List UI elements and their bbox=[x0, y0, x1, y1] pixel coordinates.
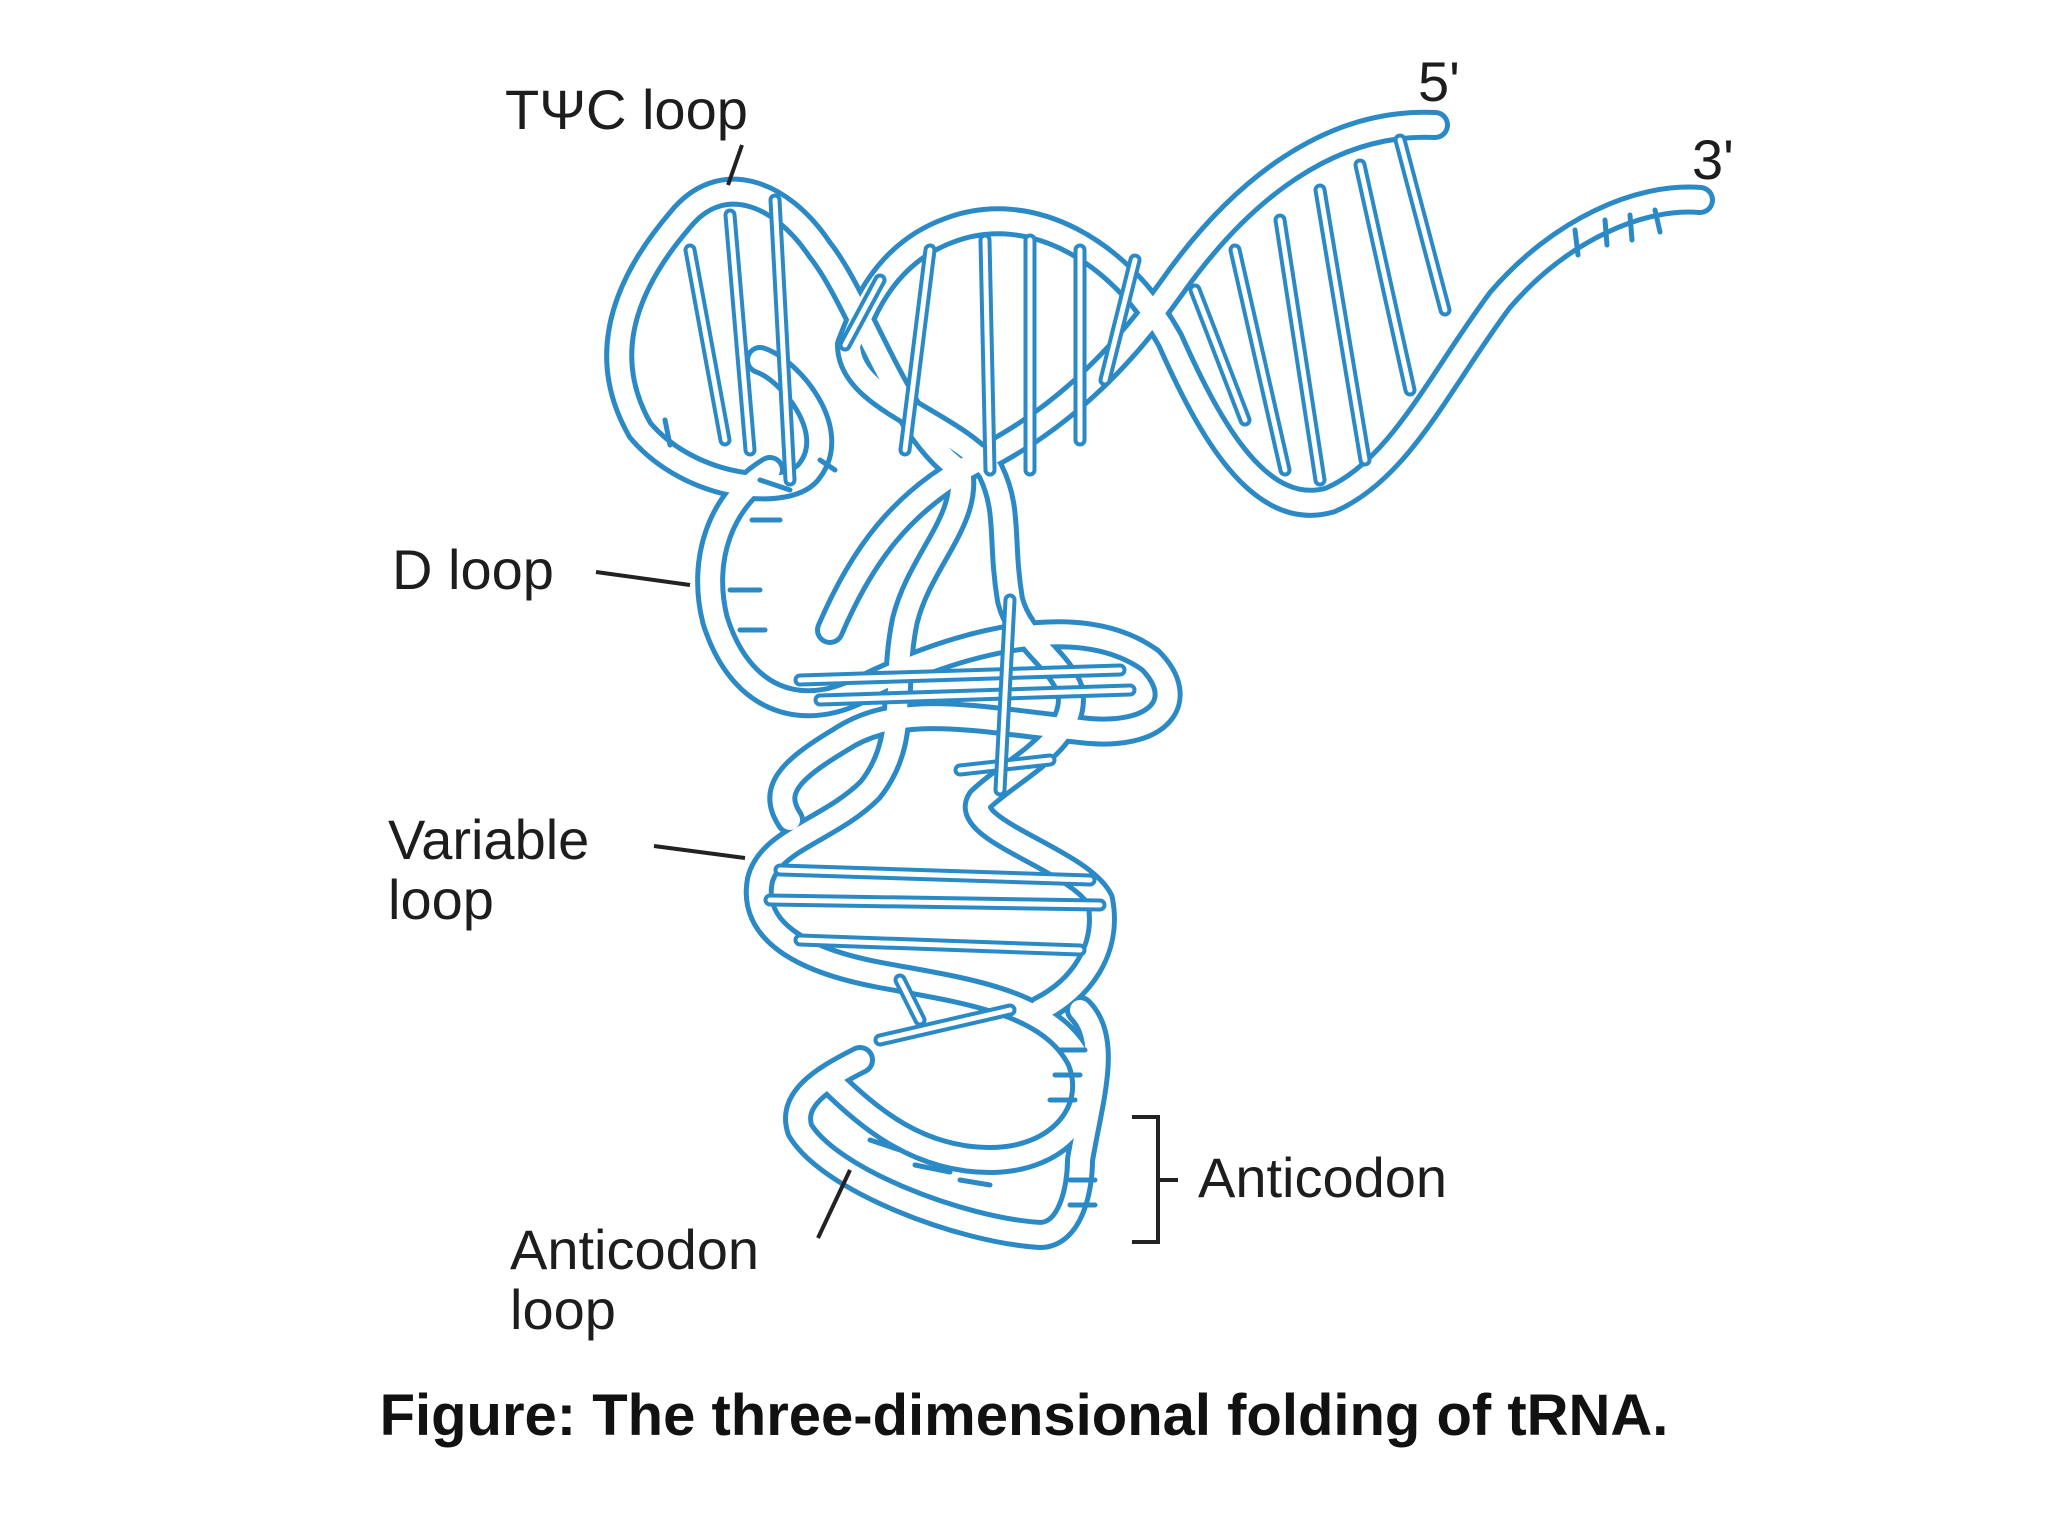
leader-d-loop bbox=[595, 570, 691, 587]
label-d-loop: D loop bbox=[392, 538, 554, 601]
base-pairs bbox=[683, 133, 1452, 1047]
label-three-prime: 3' bbox=[1692, 128, 1734, 191]
label-anticodon-loop: Anticodon loop bbox=[510, 1218, 760, 1341]
label-variable-loop: Variable loop bbox=[388, 808, 590, 931]
leader-variable bbox=[653, 844, 746, 860]
label-anticodon: Anticodon bbox=[1198, 1146, 1448, 1209]
figure-caption: Figure: The three-dimensional folding of… bbox=[379, 1383, 1669, 1448]
label-five-prime: 5' bbox=[1418, 50, 1460, 113]
leader-anticodon-loop bbox=[816, 1169, 852, 1239]
leader-lines bbox=[595, 144, 1178, 1244]
leader-tpsic bbox=[726, 144, 744, 186]
anticodon-bracket bbox=[1132, 1115, 1178, 1244]
label-tpsic-loop: TΨC loop bbox=[505, 78, 748, 141]
unpaired-bases bbox=[662, 207, 1663, 1208]
